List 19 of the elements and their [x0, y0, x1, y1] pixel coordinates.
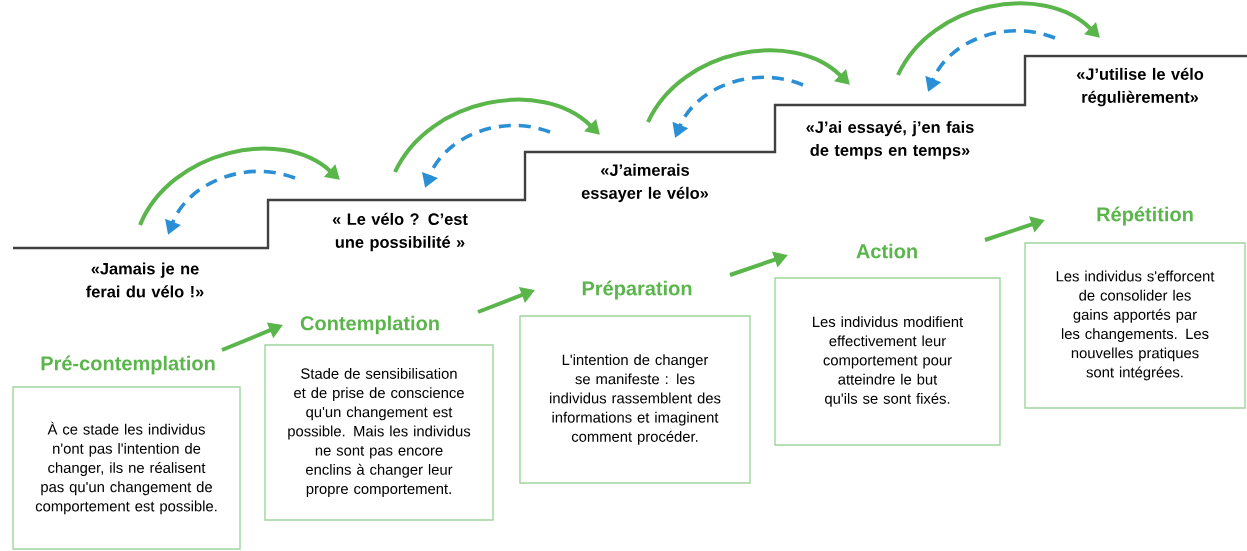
stage-box: Les individus modifient effectivement leur comportement pour atteindre le but qu'ils se sont fixés. — [774, 277, 1001, 446]
quote-text: «J’ai essayé, j’en fais de temps en temps» — [806, 120, 974, 160]
stage-box: À ce stade les individus n'ont pas l'intention de changer, ils ne réalisent pas qu'un changement de comportement est possible. — [12, 386, 241, 550]
quote-text: «Jamais je ne ferai du vélo !» — [86, 262, 204, 298]
stage-box: Les individus s'efforcent de consolider les gains apportés par les changements. Les nouvelles pratiques sont intégrées. — [1024, 242, 1246, 409]
quote-text: «J’utilise le vélo régulièrement» — [1076, 67, 1204, 107]
quote-text: « Le vélo ? C’est une possibilité » — [332, 212, 468, 252]
stage-heading: Action — [856, 243, 917, 259]
stage-box: L'intention de changer se manifeste : les individus rassemblent des informations et imaginent comment procéder. — [519, 315, 751, 484]
quote-text: «J’aimerais essayer le vélo» — [581, 163, 709, 203]
stage-heading: Répétition — [1097, 206, 1193, 226]
arrow — [896, 1, 1100, 76]
stage-heading: Contemplation — [300, 315, 439, 335]
stage-box: Stade de sensibilisation et de prise de conscience qu'un changement est possible. Mais les individus ne sont pas encore enclins à changer leur propre comportement. — [264, 344, 494, 521]
arrow — [138, 146, 340, 226]
arrow — [646, 48, 850, 123]
stage-heading: Préparation — [582, 280, 692, 300]
stage-heading: Pré-contemplation — [41, 355, 215, 375]
arrow — [393, 97, 600, 173]
